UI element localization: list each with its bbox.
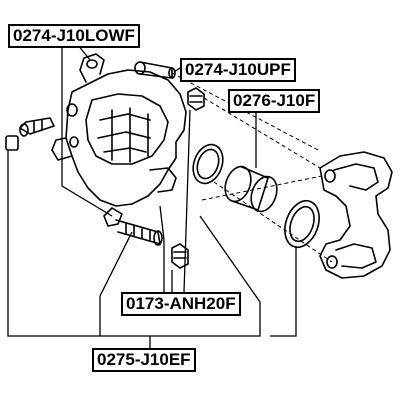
caliper-body — [51, 53, 187, 207]
pin-boot-upper — [187, 87, 205, 111]
part-label-lower-pin[interactable]: 0274-J10LOWF — [8, 24, 140, 48]
bleeder-screw — [5, 117, 55, 151]
lower-slide-pin — [103, 207, 163, 246]
part-label-piston[interactable]: 0276-J10F — [228, 89, 321, 113]
dust-boot — [284, 199, 320, 249]
piston-seal — [192, 143, 224, 185]
part-label-boot[interactable]: 0173-ANH20F — [121, 292, 241, 316]
upper-slide-pin — [134, 61, 176, 79]
part-label-kit[interactable]: 0275-J10EF — [92, 348, 196, 372]
pin-boot-lower — [171, 243, 189, 269]
caliper-bracket — [319, 151, 393, 279]
part-label-upper-pin[interactable]: 0274-J10UPF — [180, 58, 296, 82]
